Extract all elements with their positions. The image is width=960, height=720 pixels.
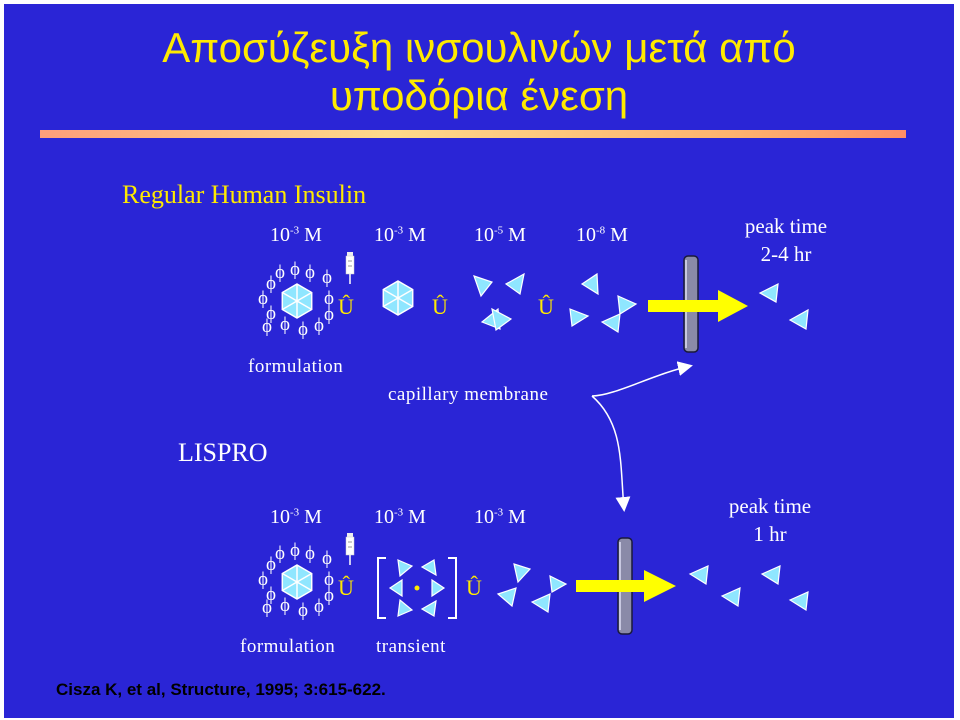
syringe-icon [345,251,355,285]
lispro-hexamer-cluster: ϕ ϕ ϕ ϕ ϕ ϕ ϕ ϕ ϕ ϕ ϕ ϕ ϕ Û [258,532,355,621]
phenol-molecules: ϕ ϕ ϕ ϕ ϕ ϕ ϕ ϕ ϕ ϕ ϕ ϕ ϕ [258,540,334,621]
lispro-formulation-label: formulation [240,636,336,657]
phenol-symbol: ϕ [324,304,334,325]
title-divider [40,130,906,138]
insulin-monomer-triangle [788,591,809,612]
regular-peak-time-value: 2-4 hr [760,242,812,266]
phenol-symbol: ϕ [324,569,334,590]
phenol-symbol: ϕ [290,259,300,280]
regular-absorption-arrow [648,290,748,322]
phenol-symbol: ϕ [305,543,315,564]
insulin-monomer-triangle [504,272,525,296]
insulin-monomer-triangle [513,563,532,584]
insulin-monomer-triangle [688,565,709,586]
phenol-symbol: ϕ [262,316,272,337]
regular-insulin-heading: Regular Human Insulin [122,180,367,209]
lispro-conc-3: 10-3 M [474,506,526,528]
regular-hexamer [382,280,414,316]
insulin-monomer-triangle [397,598,414,617]
phenol-symbol: ϕ [258,569,268,590]
regular-conc-1: 10-3 M [270,224,322,246]
phenol-symbol: ϕ [324,585,334,606]
zinc-symbol: Û [338,294,354,319]
insulin-monomer-triangle [420,559,437,577]
insulin-monomer-triangle [473,275,493,298]
lispro-absorption-arrow [576,570,676,602]
phenol-symbol: ϕ [258,288,268,309]
lispro-heading: LISPRO [178,438,268,467]
phenol-symbol: ϕ [322,267,332,288]
insulin-monomer-triangle [758,282,779,303]
slide-title-line2: υποδόρια ένεση [329,72,629,119]
phenol-symbol: ϕ [324,288,334,309]
insulin-monomer-triangle [600,313,621,334]
regular-peak-time-label: peak time [744,214,828,238]
regular-hexamer-cluster: ϕ ϕ ϕ ϕ ϕ ϕ ϕ ϕ ϕ ϕ ϕ ϕ ϕ Û [258,251,355,340]
insulin-monomer-triangle [420,599,437,617]
zinc-symbol: Û [538,294,554,319]
insulin-monomer-triangle [388,578,403,598]
phenol-symbol: ϕ [266,303,276,324]
transient-label: transient [376,636,446,657]
zinc-symbol: Û [432,294,448,319]
phenol-symbol: ϕ [314,315,324,336]
regular-conc-4: 10-8 M [576,224,628,246]
phenol-symbol: ϕ [305,262,315,283]
lispro-monomers [496,563,809,614]
insulin-monomer-triangle [569,308,590,328]
lispro-peak-time-label: peak time [728,494,812,518]
phenol-symbol: ϕ [298,319,308,340]
syringe-icon [345,532,355,566]
insulin-monomer-triangle [397,559,414,578]
insulin-monomer-triangle [788,308,809,330]
insulin-monomer-triangle [720,587,741,608]
phenol-symbol: ϕ [290,540,300,561]
regular-formulation-label: formulation [248,356,344,377]
insulin-monomer-triangle [491,307,513,332]
zinc-symbol: Û [466,575,482,600]
citation: Cisza K, et al, Structure, 1995; 3:615-6… [56,680,386,699]
slide: Αποσύζευξη ινσουλινών μετά από υποδόρια … [4,4,954,718]
phenol-symbol: ϕ [322,548,332,569]
phenol-symbol: ϕ [266,554,276,575]
insulin-monomer-triangle [617,295,638,316]
phenol-symbol: ϕ [314,596,324,617]
insulin-monomer-triangle [760,565,781,586]
phenol-symbol: ϕ [280,314,290,335]
regular-monomers [569,272,809,334]
slide-title-line1: Αποσύζευξη ινσουλινών μετά από [162,24,796,71]
phenol-symbol: ϕ [275,543,285,564]
zinc-symbol: Û [338,575,354,600]
regular-conc-2: 10-3 M [374,224,426,246]
capillary-membrane-label: capillary membrane [388,384,549,405]
lispro-peak-time-value: 1 hr [753,522,787,546]
insulin-monomer-triangle [580,272,599,296]
insulin-monomer-triangle [530,593,551,614]
phenol-symbol: ϕ [262,597,272,618]
insulin-monomer-triangle [431,578,446,598]
curved-pointer-arrow [591,395,631,512]
phenol-symbol: ϕ [298,600,308,621]
phenol-symbol: ϕ [266,584,276,605]
diagram-artwork: ϕ ϕ ϕ ϕ ϕ ϕ ϕ ϕ ϕ ϕ ϕ ϕ ϕ Û Û [258,251,809,635]
insulin-monomer-triangle [496,587,517,608]
phenol-symbol: ϕ [266,273,276,294]
insulin-monomer-triangle [549,574,568,593]
curved-pointer-arrow [591,361,693,397]
regular-dimers [473,272,525,332]
transient-hexamer-brackets [377,557,457,619]
regular-conc-3: 10-5 M [474,224,526,246]
lispro-conc-1: 10-3 M [270,506,322,528]
lispro-conc-2: 10-3 M [374,506,426,528]
phenol-molecules: ϕ ϕ ϕ ϕ ϕ ϕ ϕ ϕ ϕ ϕ ϕ ϕ ϕ [258,259,334,340]
phenol-symbol: ϕ [280,595,290,616]
phenol-symbol: ϕ [275,262,285,283]
